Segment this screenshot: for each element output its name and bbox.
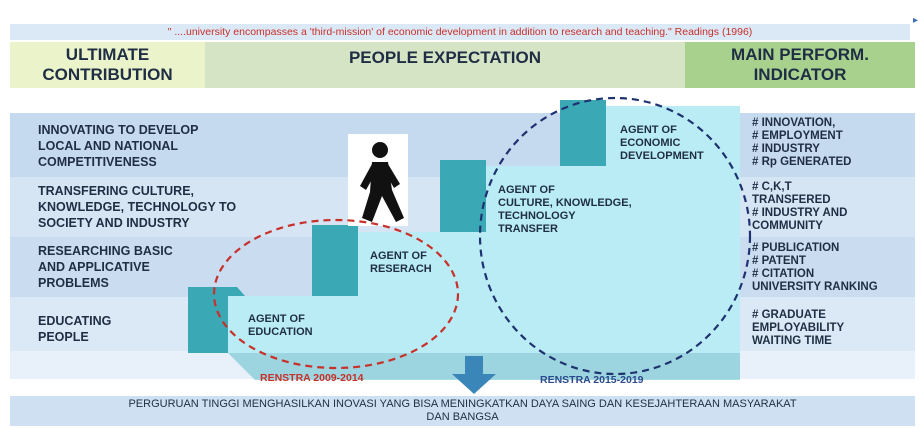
header-left-cell bbox=[10, 42, 205, 88]
contribution-line: RESEARCHING BASIC bbox=[38, 244, 173, 258]
indicator-line: # Rp GENERATED bbox=[752, 156, 852, 168]
indicator-line: WAITING TIME bbox=[752, 335, 832, 347]
agent-line: TRANSFER bbox=[498, 223, 558, 235]
agent-line: ECONOMIC bbox=[620, 137, 681, 149]
indicator-educating: # GRADUATE EMPLOYABILITY WAITING TIME bbox=[752, 309, 844, 348]
step-3-face bbox=[486, 166, 740, 232]
header-right-line-2: INDICATOR bbox=[753, 65, 847, 84]
agent-line: RESERACH bbox=[370, 263, 432, 275]
indicator-line: COMMUNITY bbox=[752, 220, 823, 232]
renstra-2015-label: RENSTRA 2015-2019 bbox=[540, 374, 644, 386]
step-4-face bbox=[606, 106, 740, 166]
indicator-line: UNIVERSITY RANKING bbox=[752, 281, 878, 293]
contribution-educating: EDUCATING PEOPLE bbox=[38, 313, 111, 345]
contribution-line: PROBLEMS bbox=[38, 276, 109, 290]
bottom-line-2: DAN BANGSA bbox=[426, 411, 499, 423]
bottom-line-1: PERGURUAN TINGGI MENGHASILKAN INOVASI YA… bbox=[128, 398, 797, 410]
agent-line: DEVELOPMENT bbox=[620, 150, 704, 162]
agent-line: CULTURE, KNOWLEDGE, bbox=[498, 197, 632, 209]
contribution-line: SOCIETY AND INDUSTRY bbox=[38, 216, 190, 230]
indicator-transfering: # C,K,T TRANSFERED # INDUSTRY AND COMMUN… bbox=[752, 181, 847, 233]
step-1-riser bbox=[188, 287, 228, 353]
step-2-face bbox=[358, 232, 740, 296]
contribution-innovating: INNOVATING TO DEVELOP LOCAL AND NATIONAL… bbox=[38, 122, 198, 170]
walking-person-icon bbox=[348, 134, 408, 226]
step-1-face bbox=[228, 296, 740, 353]
header-left-line-2: CONTRIBUTION bbox=[42, 65, 173, 84]
contribution-line: INNOVATING TO DEVELOP bbox=[38, 123, 199, 137]
agent-culture-label: AGENT OF CULTURE, KNOWLEDGE, TECHNOLOGY … bbox=[498, 184, 632, 236]
indicator-line: # EMPLOYMENT bbox=[752, 130, 843, 142]
indicator-line: # INDUSTRY bbox=[752, 143, 820, 155]
indicator-line: TRANSFERED bbox=[752, 194, 831, 206]
header-left-line-1: ULTIMATE bbox=[65, 45, 150, 64]
step-3-riser bbox=[440, 160, 486, 232]
contribution-line: LOCAL AND NATIONAL bbox=[38, 139, 179, 153]
header-ultimate-contribution: ULTIMATE CONTRIBUTION bbox=[10, 45, 205, 85]
agent-line: AGENT OF bbox=[370, 250, 427, 262]
contribution-line: KNOWLEDGE, TECHNOLOGY TO bbox=[38, 200, 237, 214]
contribution-transfering: TRANSFERING CULTURE, KNOWLEDGE, TECHNOLO… bbox=[38, 183, 236, 231]
quote-bar: " ....university encompasses a 'third-mi… bbox=[10, 24, 910, 40]
renstra-2009-label: RENSTRA 2009-2014 bbox=[260, 372, 364, 384]
step-4-riser bbox=[560, 100, 606, 166]
indicator-line: # INDUSTRY AND bbox=[752, 207, 848, 219]
contribution-line: AND APPLICATIVE bbox=[38, 260, 150, 274]
agent-line: EDUCATION bbox=[248, 326, 313, 338]
indicator-line: # PATENT bbox=[752, 255, 806, 267]
header-people-expectation: PEOPLE EXPECTATION bbox=[348, 48, 542, 67]
down-arrow-icon bbox=[452, 356, 496, 394]
agent-line: TECHNOLOGY bbox=[498, 210, 576, 222]
indicator-innovating: # INNOVATION, # EMPLOYMENT # INDUSTRY # … bbox=[752, 117, 851, 169]
indicator-line: # CITATION bbox=[752, 268, 815, 280]
header-right-line-1: MAIN PERFORM. bbox=[731, 45, 869, 64]
agent-line: AGENT OF bbox=[248, 313, 305, 325]
step-2-riser bbox=[312, 225, 358, 296]
indicator-line: # PUBLICATION bbox=[752, 242, 840, 254]
agent-line: AGENT OF bbox=[498, 184, 555, 196]
contribution-line: COMPETITIVENESS bbox=[38, 155, 157, 169]
agent-economic-label: AGENT OF ECONOMIC DEVELOPMENT bbox=[620, 124, 704, 163]
contribution-line: PEOPLE bbox=[38, 330, 89, 344]
indicator-line: # GRADUATE bbox=[752, 309, 826, 321]
indicator-line: # C,K,T bbox=[752, 181, 792, 193]
quote-text: " ....university encompasses a 'third-mi… bbox=[167, 26, 753, 38]
corner-arrow-icon: ▸ bbox=[913, 15, 919, 26]
indicator-researching: # PUBLICATION # PATENT # CITATION UNIVER… bbox=[752, 242, 878, 294]
blue-ellipse bbox=[478, 96, 752, 376]
agent-line: AGENT OF bbox=[620, 124, 677, 136]
bottom-statement: PERGURUAN TINGGI MENGHASILKAN INOVASI YA… bbox=[10, 396, 915, 426]
indicator-line: EMPLOYABILITY bbox=[752, 322, 845, 334]
agent-research-label: AGENT OF RESERACH bbox=[370, 250, 432, 276]
agent-education-label: AGENT OF EDUCATION bbox=[248, 313, 313, 339]
step-1-base-shadow bbox=[188, 353, 740, 380]
contribution-line: EDUCATING bbox=[38, 314, 112, 328]
indicator-line: # INNOVATION, bbox=[752, 117, 836, 129]
contribution-line: TRANSFERING CULTURE, bbox=[38, 184, 195, 198]
header-main-indicator: MAIN PERFORM. INDICATOR bbox=[685, 45, 915, 85]
header-right-cell bbox=[685, 42, 915, 88]
red-ellipse bbox=[212, 218, 460, 370]
contribution-researching: RESEARCHING BASIC AND APPLICATIVE PROBLE… bbox=[38, 243, 173, 291]
